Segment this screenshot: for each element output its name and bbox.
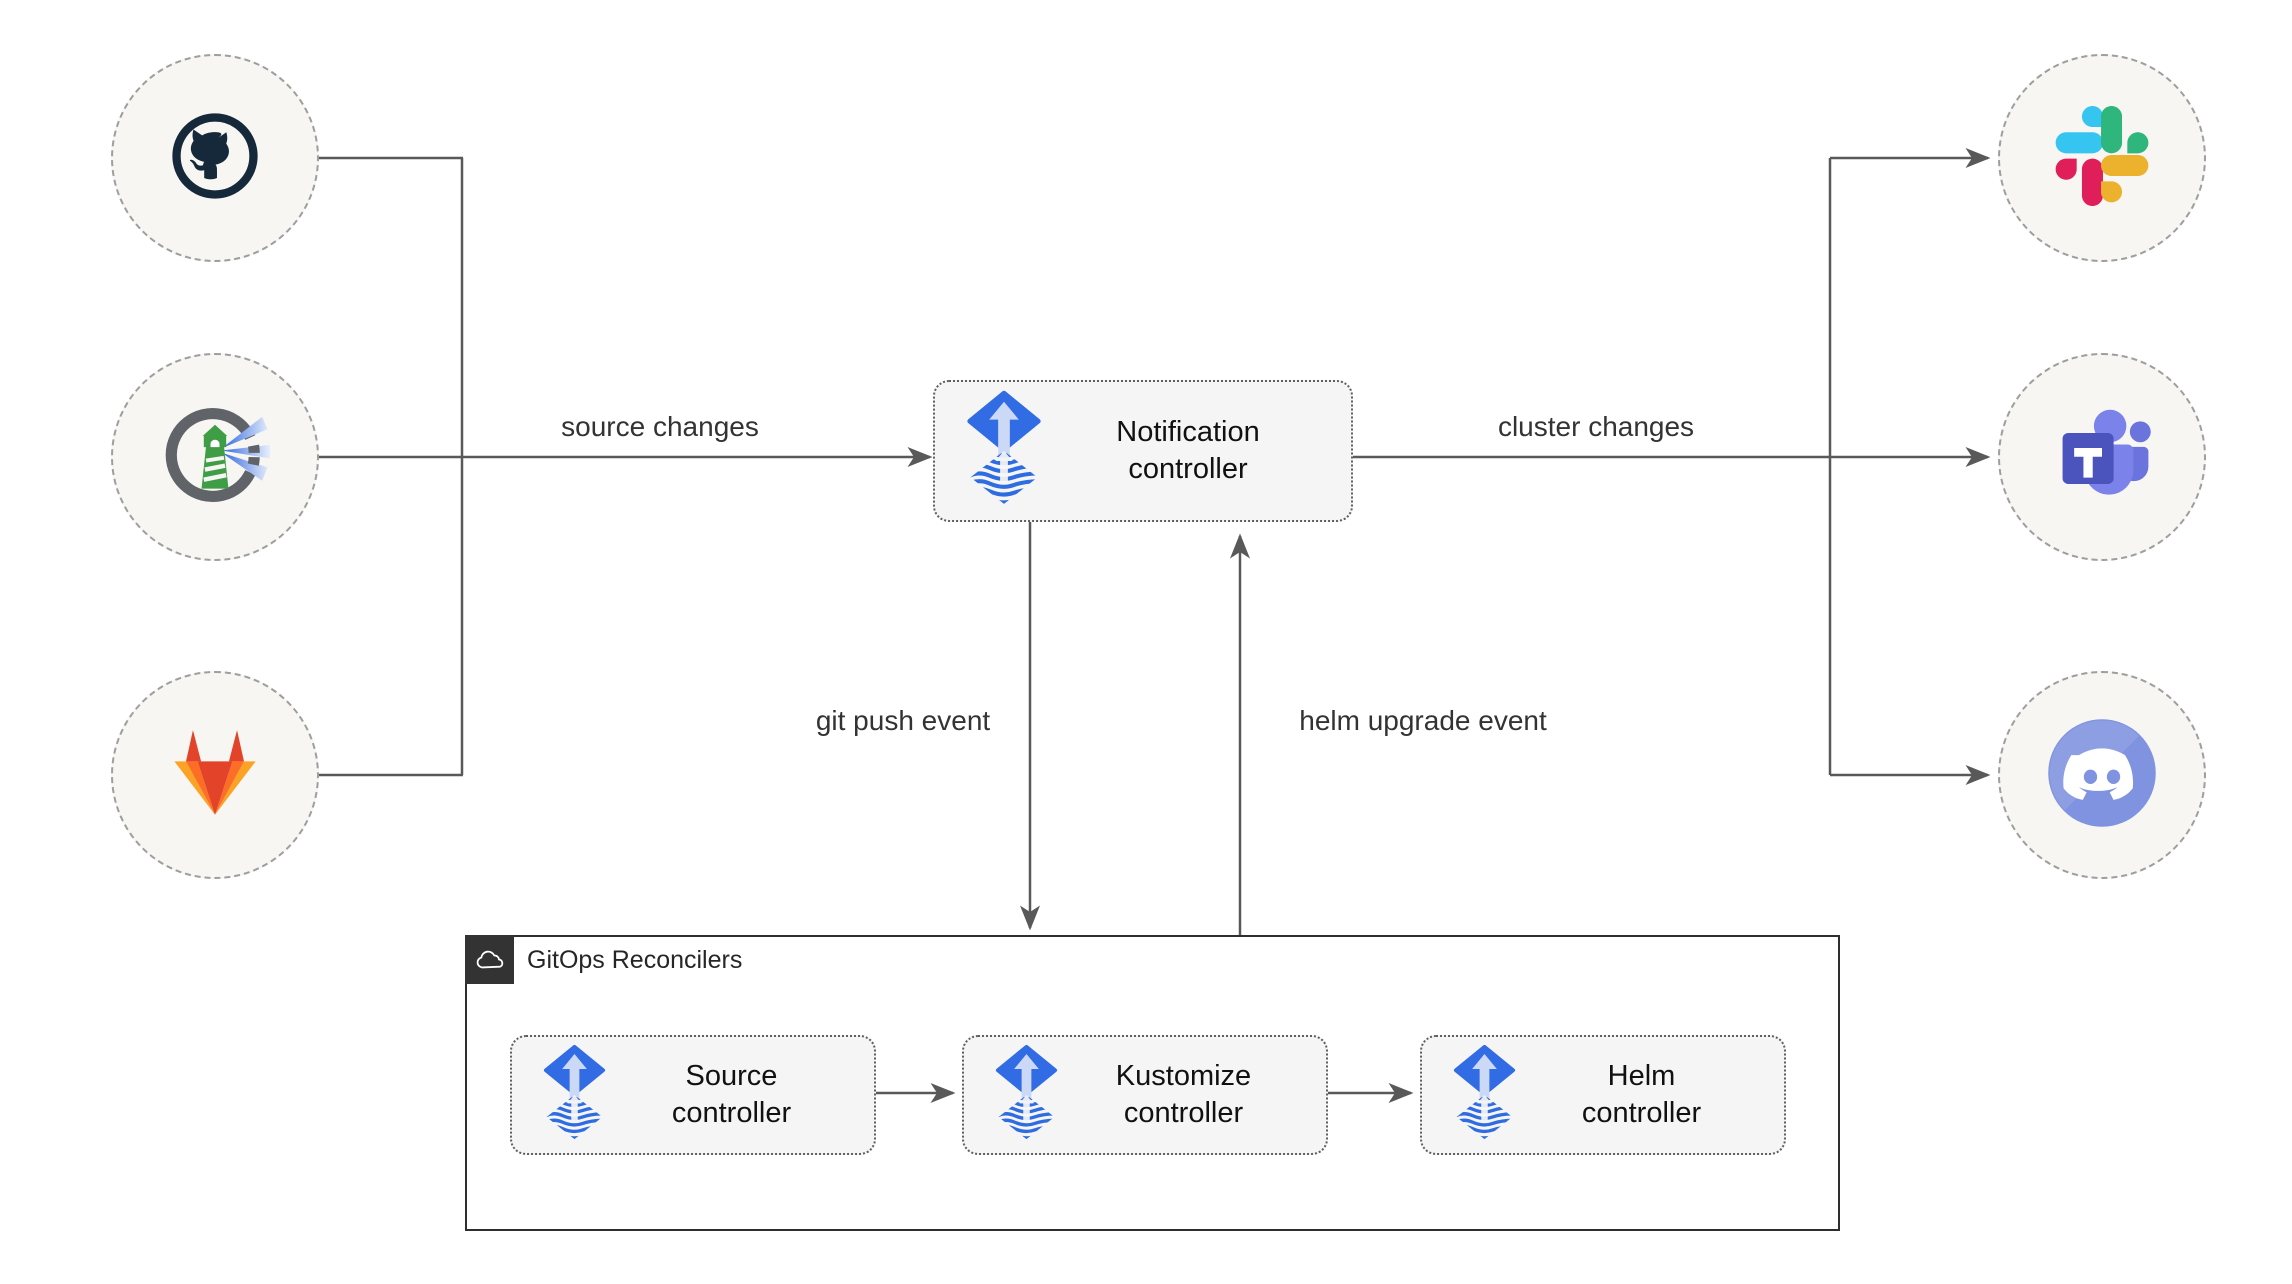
gitlab-icon	[157, 724, 273, 827]
node-gitlab	[111, 671, 319, 879]
flux-icon	[965, 390, 1043, 512]
teams-icon	[2044, 397, 2160, 518]
node-teams	[1998, 353, 2206, 561]
node-harbor	[111, 353, 319, 561]
source-controller-box: Source controller	[510, 1035, 876, 1155]
edge-label-helm-upgrade: helm upgrade event	[1299, 705, 1547, 736]
flux-icon	[994, 1044, 1059, 1147]
gitops-reconcilers-container: GitOps Reconcilers Source controller Kus…	[465, 935, 1840, 1231]
edge-label-git-push: git push event	[815, 705, 991, 736]
node-slack	[1998, 54, 2206, 262]
discord-icon	[2038, 709, 2166, 842]
edge-label-cluster-changes: cluster changes	[1497, 411, 1695, 442]
notification-controller-box: Notification controller	[933, 380, 1353, 522]
github-icon	[163, 104, 267, 213]
edge-label-source-changes: source changes	[561, 411, 759, 442]
notification-controller-label: Notification controller	[1116, 416, 1260, 485]
source-controller-label: Source controller	[671, 1060, 792, 1129]
flux-icon	[1452, 1044, 1517, 1147]
kustomize-controller-label: Kustomize controller	[1115, 1060, 1252, 1129]
gitops-reconcilers-title: GitOps Reconcilers	[527, 946, 743, 974]
slack-icon	[2052, 106, 2152, 211]
helm-controller-label: Helm controller	[1581, 1060, 1702, 1129]
node-github	[111, 54, 319, 262]
kustomize-controller-box: Kustomize controller	[962, 1035, 1328, 1155]
harbor-icon	[159, 399, 271, 516]
helm-controller-box: Helm controller	[1420, 1035, 1786, 1155]
node-discord	[1998, 671, 2206, 879]
flux-icon	[542, 1044, 607, 1147]
cloud-icon	[465, 935, 514, 984]
